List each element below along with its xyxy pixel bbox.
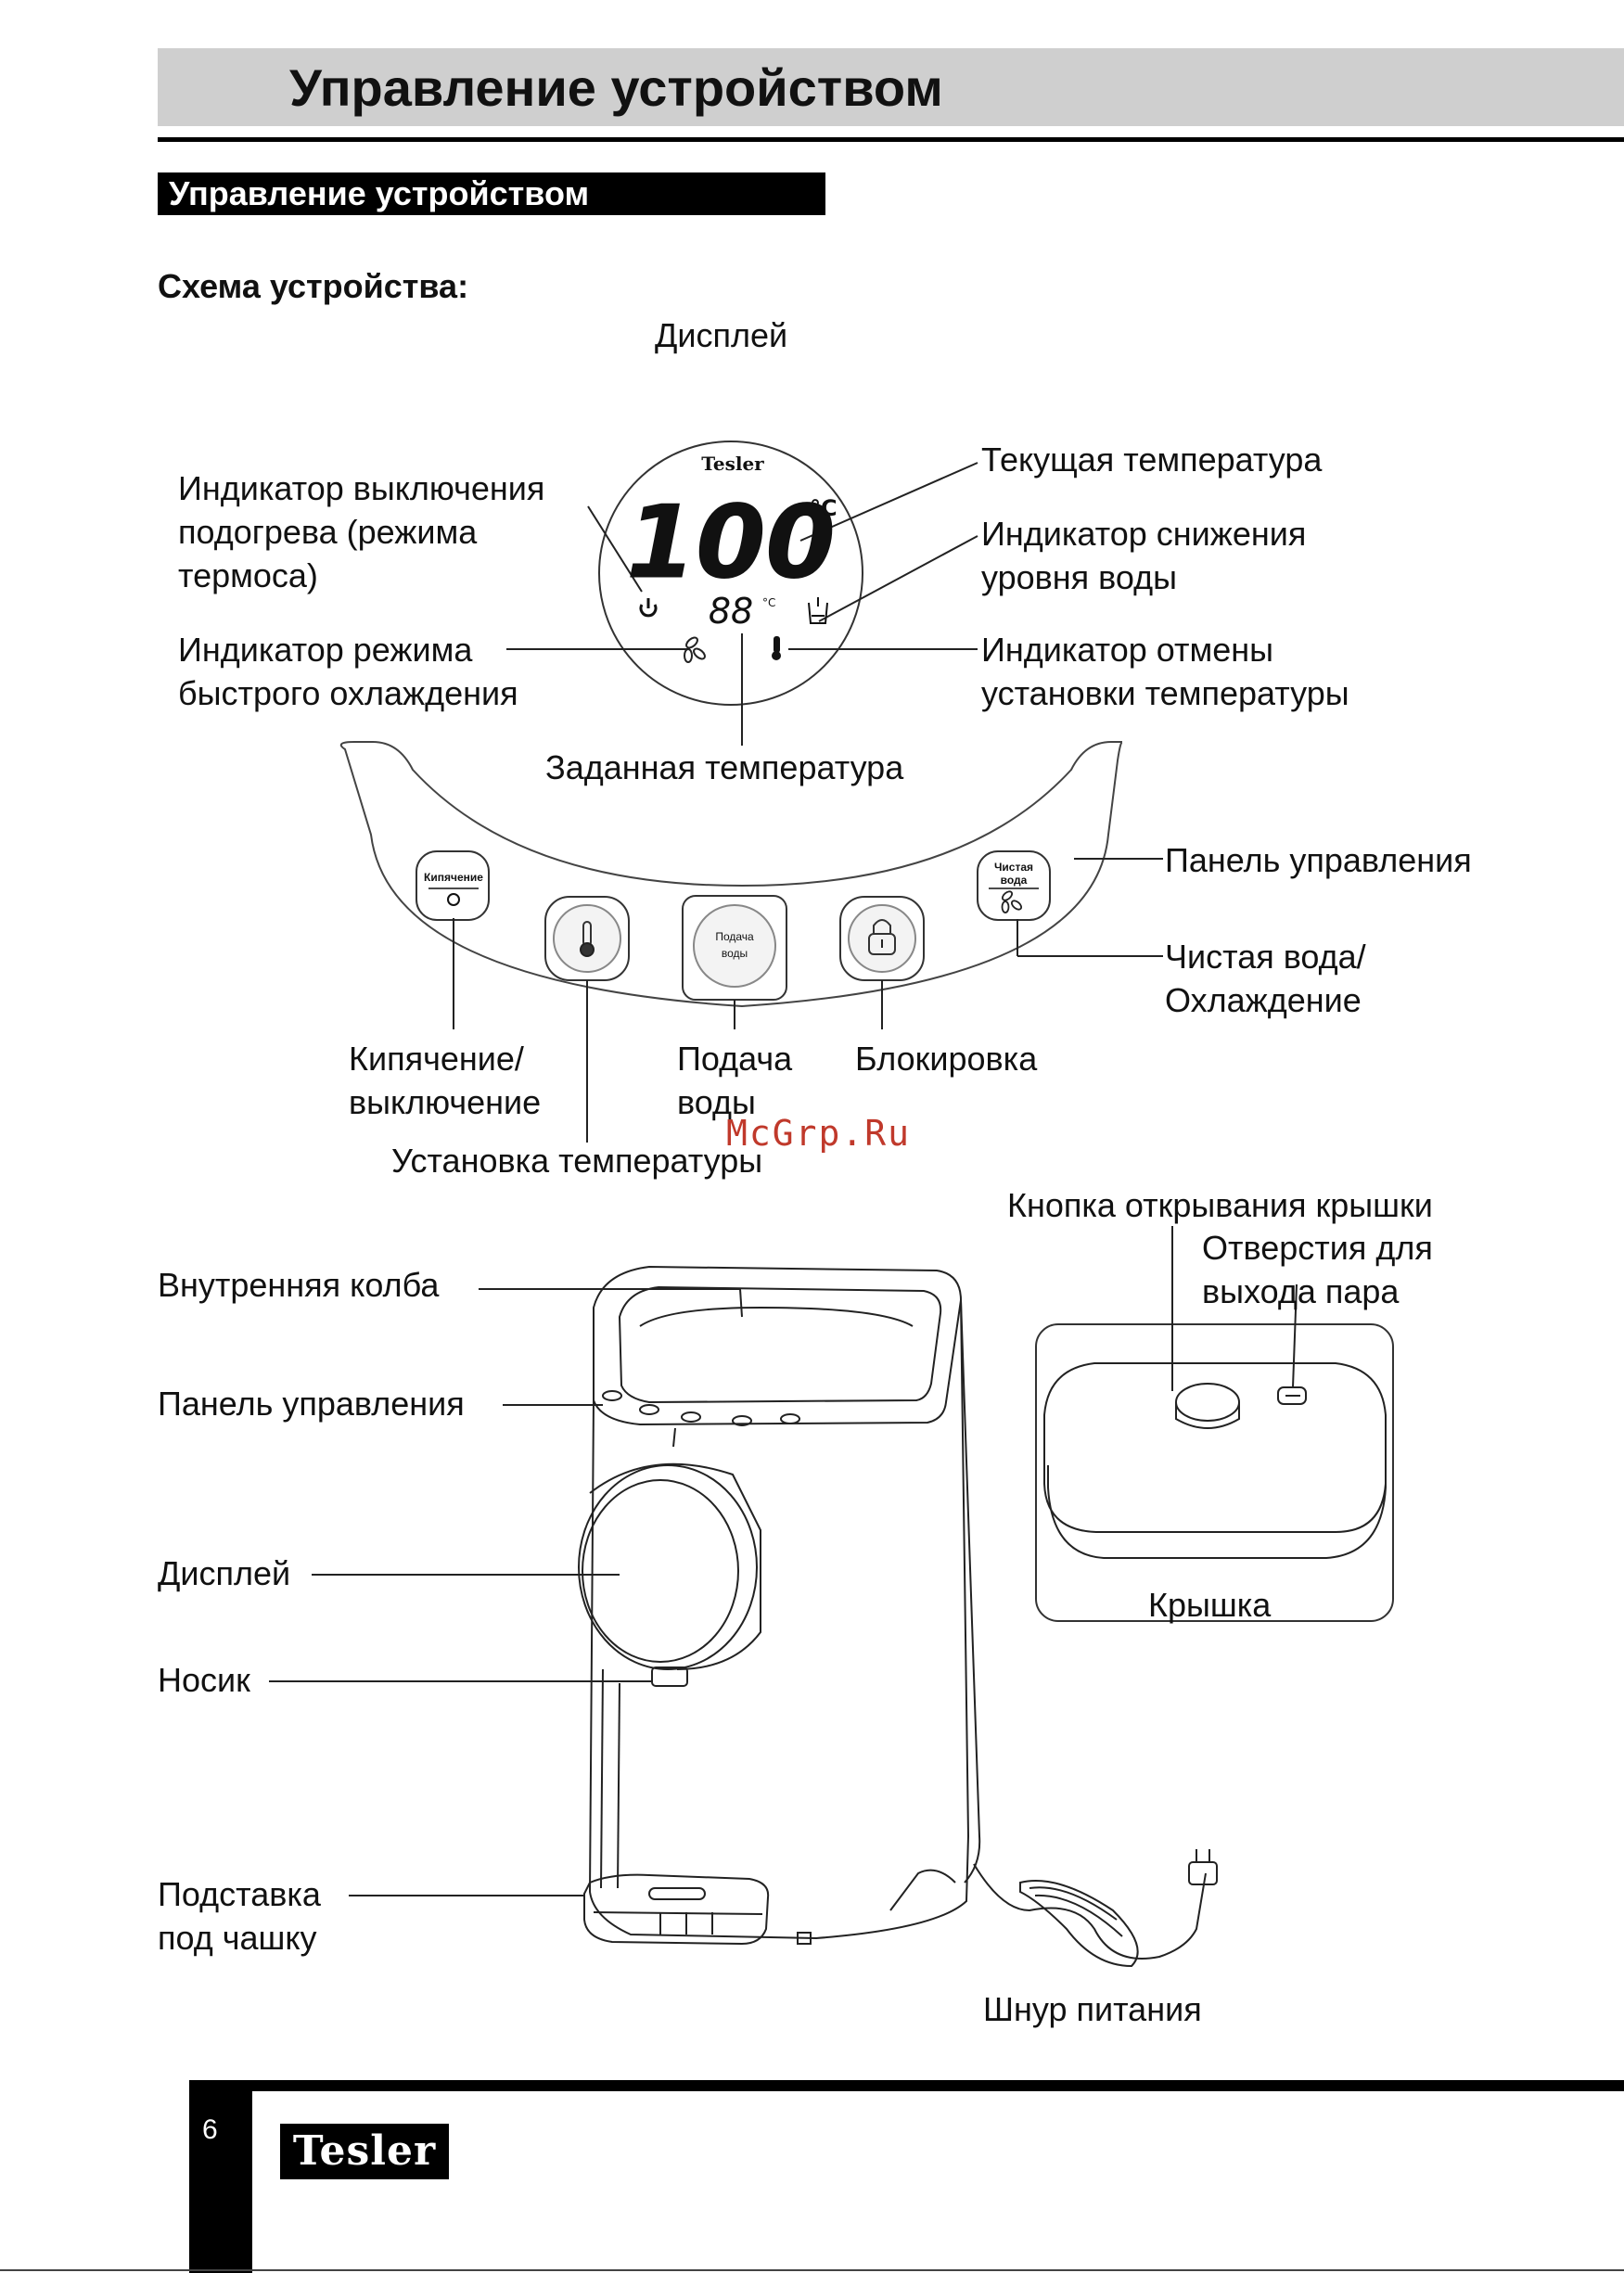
- clean-button-fan-icon: [1001, 890, 1023, 913]
- display-current-temp: 100: [626, 485, 835, 601]
- label-lock: Блокировка: [855, 1040, 1038, 1078]
- scheme-subheading: Схема устройства:: [158, 267, 469, 305]
- low-water-indicator-icon: [808, 597, 828, 624]
- label-low-water-line1: Индикатор снижения: [981, 515, 1307, 553]
- brand-logo: Tesler: [280, 2124, 449, 2179]
- display-current-unit: °C: [810, 495, 838, 521]
- label-set-temp: Заданная температура: [545, 748, 904, 786]
- page-number: 6: [202, 2114, 218, 2145]
- power-indicator-icon: [639, 598, 658, 618]
- title-rule: [158, 137, 1624, 142]
- bottom-line: [0, 2269, 1624, 2271]
- label-boil-line2: выключение: [349, 1083, 542, 1121]
- display-set-unit: °C: [762, 596, 775, 609]
- dispense-button-label-2: воды: [722, 947, 748, 960]
- section-heading: Управление устройством: [169, 174, 590, 212]
- label-inner-flask: Внутренняя колба: [158, 1266, 440, 1304]
- label-heat-off-line3: термоса): [178, 556, 318, 594]
- label-heat-off-line1: Индикатор выключения: [178, 469, 545, 507]
- label-spout: Носик: [158, 1661, 250, 1699]
- label-clean-line1: Чистая вода/: [1165, 938, 1366, 976]
- label-dispense-line2: воды: [677, 1083, 756, 1121]
- display-screen-circle: [598, 441, 863, 706]
- boil-button-outline: [416, 850, 490, 921]
- section-bar: [158, 172, 825, 215]
- page-title: Управление устройством: [289, 58, 943, 117]
- label-device-display: Дисплей: [158, 1554, 291, 1592]
- label-heat-off-line2: подогрева (режима: [178, 513, 478, 551]
- label-lid: Крышка: [1148, 1586, 1272, 1624]
- boil-button-label: Кипячение: [424, 871, 483, 884]
- control-panel-outline: [339, 741, 1123, 1008]
- label-boil-line1: Кипячение/: [349, 1040, 524, 1078]
- footer-page-tab: [189, 2091, 252, 2273]
- label-cooling-line1: Индикатор режима: [178, 631, 473, 669]
- label-set-temperature: Установка температуры: [391, 1142, 763, 1180]
- dispense-button-label-1: Подача: [715, 930, 754, 943]
- watermark: McGrp.Ru: [726, 1113, 912, 1154]
- display-screen-graphics: Tesler 100 °C 88 °C: [626, 453, 838, 663]
- display-heading: Дисплей: [655, 316, 788, 354]
- title-band: [158, 48, 1624, 126]
- cancel-temp-indicator-icon: [772, 636, 781, 660]
- label-low-water-line2: уровня воды: [981, 558, 1177, 596]
- label-device-control-panel: Панель управления: [158, 1385, 465, 1423]
- label-cup-stand-line1: Подставка: [158, 1875, 321, 1913]
- label-steam-line1: Отверстия для: [1202, 1229, 1433, 1267]
- label-lid-button: Кнопка открывания крышки: [1007, 1186, 1433, 1224]
- footer-rule: [189, 2080, 1624, 2091]
- lid-inset-frame: [1035, 1323, 1394, 1622]
- label-cup-stand-line2: под чашку: [158, 1919, 317, 1957]
- label-dispense-line1: Подача: [677, 1040, 793, 1078]
- label-control-panel: Панель управления: [1165, 841, 1472, 879]
- clean-button-label-1: Чистая: [994, 861, 1033, 874]
- label-clean-line2: Охлаждение: [1165, 981, 1362, 1019]
- label-current-temp: Текущая температура: [981, 441, 1323, 479]
- label-cancel-temp-line1: Индикатор отмены: [981, 631, 1274, 669]
- display-set-temp: 88: [709, 591, 753, 632]
- clean-button-label-2: вода: [1001, 874, 1028, 887]
- display-brand: Tesler: [701, 453, 764, 475]
- label-cancel-temp-line2: установки температуры: [981, 674, 1349, 712]
- cooling-indicator-icon: [684, 636, 706, 663]
- label-power-cord: Шнур питания: [983, 1990, 1202, 2028]
- label-steam-line2: выхода пара: [1202, 1272, 1400, 1310]
- label-cooling-line2: быстрого охлаждения: [178, 674, 518, 712]
